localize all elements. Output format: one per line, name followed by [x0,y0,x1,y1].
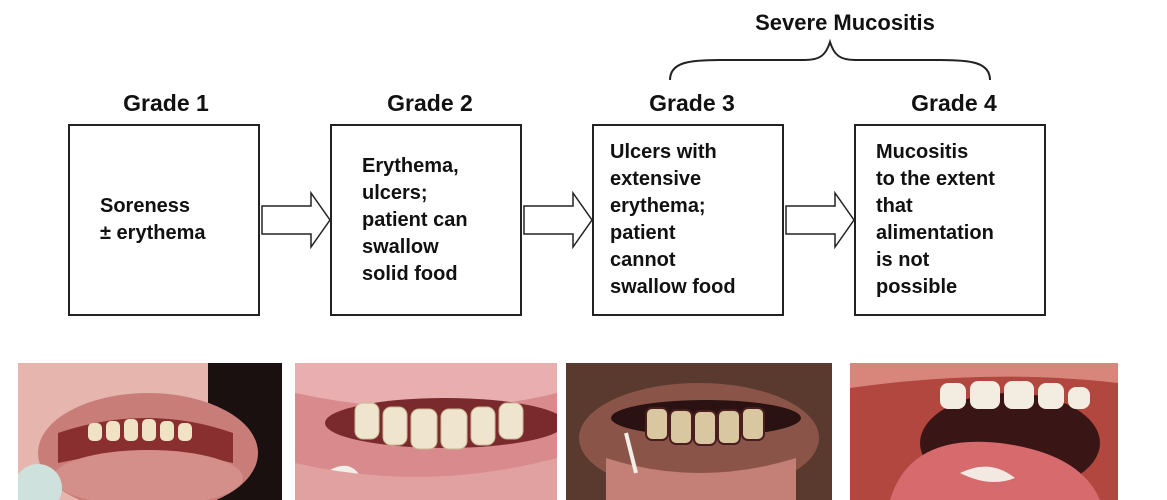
grade-3-description: Ulcers with extensive erythema; patient … [594,139,736,301]
grade-3-title: Grade 3 [592,90,792,117]
grade-4-box: Mucositis to the extent that alimentatio… [854,124,1046,316]
grade-2-description: Erythema, ulcers; patient can swallow so… [332,153,468,288]
arrow-2-to-3 [524,193,592,247]
grade-3-box: Ulcers with extensive erythema; patient … [592,124,784,316]
grade-1-box: Soreness ± erythema [68,124,260,316]
grade-1-description: Soreness ± erythema [70,193,205,247]
severe-mucositis-label: Severe Mucositis [690,10,1000,36]
grade-1-photo [18,363,282,500]
grade-4-description: Mucositis to the extent that alimentatio… [856,139,995,301]
severe-mucositis-bracket [670,42,990,80]
grade-4-photo [850,363,1118,500]
grade-2-box: Erythema, ulcers; patient can swallow so… [330,124,522,316]
grade-1-title: Grade 1 [66,90,266,117]
grade-2-title: Grade 2 [330,90,530,117]
arrow-3-to-4 [786,193,854,247]
grade-4-title: Grade 4 [854,90,1054,117]
grade-3-photo [566,363,832,500]
grade-2-photo [295,363,557,500]
arrow-1-to-2 [262,193,330,247]
